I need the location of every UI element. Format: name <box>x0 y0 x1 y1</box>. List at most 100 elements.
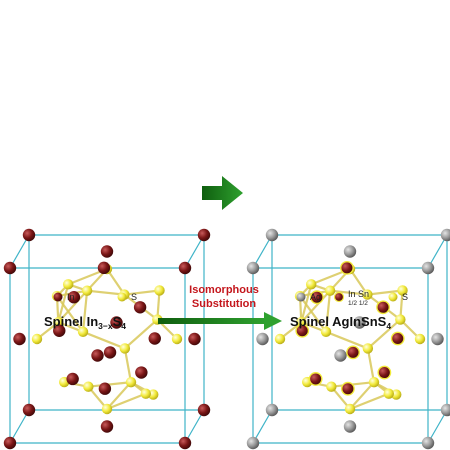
in-atom <box>3 261 17 275</box>
s-atom <box>81 285 93 296</box>
in-sn-atom <box>295 323 310 338</box>
in-legend-icon <box>53 292 63 302</box>
s-atom <box>397 285 408 296</box>
ag-atom <box>265 228 279 242</box>
left-legend: In S <box>53 292 137 302</box>
ag-legend-icon <box>296 292 306 302</box>
in-atom <box>133 301 147 314</box>
bond-line <box>324 290 332 332</box>
in-atom <box>100 245 114 258</box>
s-atom <box>306 279 317 290</box>
ag-atom <box>334 349 347 362</box>
in-legend-label: In <box>67 292 75 302</box>
in-atom <box>3 436 17 450</box>
s-legend-icon-right <box>388 292 398 302</box>
left-formula-sub1: 3−x <box>98 321 113 331</box>
in-atom <box>13 332 26 346</box>
bond-line <box>86 289 125 296</box>
in-atom <box>91 349 104 362</box>
unit-cell-edge <box>184 409 205 444</box>
s-atom <box>31 333 43 345</box>
ag-atom <box>440 228 450 242</box>
in-sn-atom <box>340 381 355 396</box>
s-legend-label-right: S <box>402 292 408 302</box>
s-atom <box>171 333 183 345</box>
unit-cell-edge <box>252 409 273 444</box>
right-crystal-structure <box>246 228 450 450</box>
s-legend-icon <box>117 292 127 302</box>
in-atom <box>148 332 161 345</box>
unit-cell-edge <box>9 409 30 444</box>
s-atom <box>395 314 406 325</box>
in-atom <box>53 324 66 337</box>
left-crystal-structure <box>3 228 211 450</box>
ag-legend-label: Ag <box>310 292 321 302</box>
bond-line <box>367 318 402 350</box>
unit-cell-edge <box>9 234 30 269</box>
substitution-arrow-icon <box>158 312 282 330</box>
left-formula-main: S <box>113 314 122 329</box>
s-atom <box>383 388 394 399</box>
ag-atom <box>265 403 279 417</box>
s-atom <box>326 381 337 392</box>
unit-cell-edge <box>427 409 448 444</box>
left-formula: Spinel In3−xS4 <box>44 314 126 331</box>
in-atom <box>197 228 211 242</box>
bond-line <box>299 295 327 333</box>
in-atom <box>67 291 81 304</box>
right-legend: Ag In Sn 1/2 1/2 S <box>296 289 408 307</box>
s-atom <box>344 403 356 415</box>
in-atom <box>97 261 111 275</box>
bond-line <box>367 289 403 296</box>
in-atom <box>66 372 79 386</box>
in-atom <box>135 366 148 379</box>
in-sn-atom <box>346 345 360 360</box>
bond-line <box>124 289 160 296</box>
s-atom <box>362 289 373 300</box>
ag-atom <box>246 436 260 450</box>
bond-line <box>106 381 132 410</box>
center-arrow-icon <box>202 176 243 210</box>
in-atom <box>178 436 192 450</box>
bond-line <box>300 284 313 323</box>
bond-line <box>329 289 368 296</box>
s-atom <box>274 333 286 345</box>
in-atom <box>178 261 192 275</box>
bond-line <box>325 330 369 350</box>
in-atom <box>197 403 211 417</box>
bond-line <box>57 289 88 323</box>
s-atom <box>62 279 74 290</box>
ag-atom <box>256 332 269 346</box>
s-atom <box>101 403 113 415</box>
in-atom <box>22 228 36 242</box>
bond-line <box>124 318 159 350</box>
s-atom <box>140 388 151 399</box>
ag-atom <box>421 436 435 450</box>
in-sn-atom <box>340 260 354 275</box>
bond-line <box>123 348 133 383</box>
bond-line <box>56 295 84 333</box>
ag-atom <box>431 332 444 346</box>
in-atom <box>100 420 114 433</box>
in-atom <box>98 382 112 395</box>
transition-line1: Isomorphous <box>189 284 259 296</box>
s-atom <box>77 326 89 338</box>
ag-atom <box>343 245 357 258</box>
left-formula-sub2: 4 <box>121 321 126 331</box>
left-formula-prefix: Spinel In <box>44 314 98 329</box>
bond-line <box>57 284 70 323</box>
in-atom <box>103 346 117 359</box>
bond-line <box>366 348 376 383</box>
s-atom <box>414 333 426 345</box>
in-sn-legend-icon <box>333 291 345 303</box>
right-formula: Spinel AgInSnS4 <box>290 314 391 331</box>
s-atom <box>154 285 165 296</box>
in-sn-atom <box>390 331 405 346</box>
unit-cell-edge <box>427 234 448 269</box>
in-sn-fraction-label: 1/2 1/2 <box>348 300 368 307</box>
in-atom <box>22 403 36 417</box>
bond-line <box>82 330 126 350</box>
bond-line <box>300 289 331 323</box>
ag-atom <box>440 403 450 417</box>
